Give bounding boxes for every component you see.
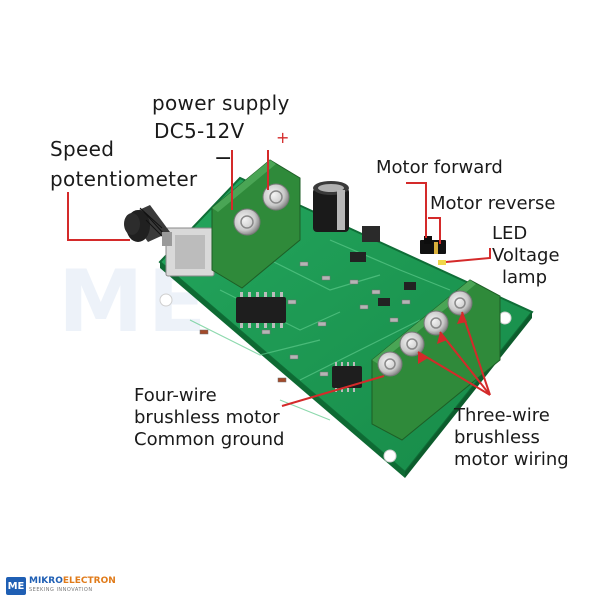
label-common-ground: Common ground	[134, 429, 285, 450]
ic-chip	[236, 292, 286, 328]
brand-tagline: SEEKING INNOVATION	[29, 587, 93, 593]
label-speed: Speed	[50, 137, 115, 161]
label-lamp: lamp	[502, 267, 547, 288]
label-voltage: Voltage	[492, 245, 560, 266]
mikroelectron-logo-icon: ME	[6, 577, 26, 595]
arrowheads	[418, 312, 467, 364]
leader-lines	[67, 150, 491, 407]
regulator	[350, 252, 366, 262]
label-motor-reverse: Motor reverse	[430, 193, 556, 214]
label-led: LED	[492, 223, 528, 244]
label-power-voltage: DC5-12V	[154, 119, 245, 143]
direction-jumper	[420, 236, 446, 254]
label-three-wire-brushless: brushless	[454, 427, 540, 448]
label-four-wire-motor: brushless motor	[134, 407, 280, 428]
brand-name-part1: MIKRO	[29, 576, 63, 586]
label-potentiometer: potentiometer	[50, 167, 198, 191]
plus-sign: +	[276, 128, 290, 147]
led	[438, 260, 446, 265]
minus-sign: −	[214, 146, 233, 171]
label-motor-forward: Motor forward	[376, 157, 503, 178]
power-terminal-block	[211, 159, 301, 289]
capacitor	[313, 181, 349, 232]
mounting-hole	[159, 293, 173, 307]
terminal-screws	[377, 290, 473, 377]
label-motor-wiring: motor wiring	[454, 449, 569, 470]
screw	[233, 208, 261, 236]
mounting-hole	[383, 449, 397, 463]
speed-potentiometer	[124, 205, 215, 277]
label-four-wire: Four-wire	[134, 385, 217, 406]
brand-logo: ME MIKROELECTRON SEEKING INNOVATION	[6, 576, 116, 596]
label-three-wire: Three-wire	[454, 405, 550, 426]
brand-name-part2: ELECTRON	[62, 576, 116, 586]
transistor	[378, 298, 390, 306]
label-power-supply: power supply	[152, 91, 290, 115]
voltage-regulator	[362, 226, 380, 242]
transistor	[404, 282, 416, 290]
motor-terminal-block	[371, 279, 501, 441]
mounting-hole	[498, 311, 512, 325]
screw	[262, 183, 290, 211]
